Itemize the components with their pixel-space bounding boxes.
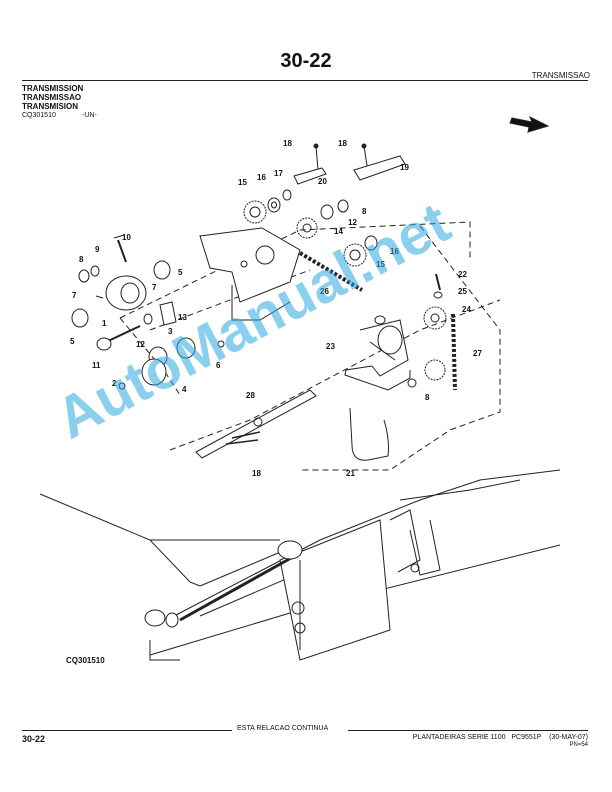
page-title: 30-22	[280, 50, 332, 72]
callout-1: 1	[102, 319, 107, 328]
reference-code: CQ301510	[22, 112, 56, 119]
callout-11: 11	[92, 361, 101, 370]
callout-18: 18	[338, 139, 347, 148]
callout-26: 26	[320, 287, 329, 296]
callout-15: 15	[238, 178, 247, 187]
callout-18: 18	[283, 139, 292, 148]
callout-20: 20	[318, 177, 327, 186]
reference-unit: -UN-	[82, 112, 97, 119]
title-block: TRANSMISSION TRANSMISSAO TRANSMISION	[22, 84, 83, 111]
footer-divider-left	[22, 730, 232, 731]
callout-23: 23	[326, 342, 335, 351]
callout-2: 2	[112, 379, 117, 388]
callout-28: 28	[246, 391, 255, 400]
callout-12: 12	[348, 218, 357, 227]
callout-18: 18	[252, 469, 261, 478]
callout-3: 3	[168, 327, 173, 336]
footer-pn: PN=54	[569, 742, 588, 748]
callout-14: 14	[334, 227, 343, 236]
callout-17: 17	[274, 169, 283, 178]
title-es: TRANSMISION	[22, 102, 78, 111]
callout-7: 7	[72, 291, 77, 300]
direction-arrow-icon	[509, 115, 550, 133]
header-divider	[22, 80, 588, 81]
section-name: TRANSMISSAO	[531, 71, 590, 80]
title-en: TRANSMISSION	[22, 84, 84, 93]
callout-8: 8	[362, 207, 367, 216]
callout-16: 16	[257, 173, 266, 182]
callout-8: 8	[425, 393, 430, 402]
footer-info: PLANTADEIRAS SERIE 1100 PC9551P (30-MAY-…	[413, 734, 588, 741]
callout-7: 7	[152, 283, 157, 292]
footer-date: (30-MAY-07)	[549, 734, 588, 741]
callout-24: 24	[462, 305, 471, 314]
callout-12: 12	[136, 340, 145, 349]
footer-series: PLANTADEIRAS SERIE 1100	[412, 734, 506, 741]
callout-21: 21	[346, 469, 355, 478]
footer-page-number: 30-22	[22, 734, 46, 744]
footer-divider-right	[348, 730, 588, 731]
callout-22: 22	[458, 270, 467, 279]
callout-15: 15	[376, 260, 385, 269]
callout-13: 13	[178, 313, 187, 322]
callout-25: 25	[458, 287, 467, 296]
figure-label: CQ301510	[66, 656, 105, 665]
callout-5: 5	[178, 268, 183, 277]
continue-notice: ESTA RELACAO CONTINUA	[237, 725, 329, 732]
callout-4: 4	[182, 385, 187, 394]
callout-19: 19	[400, 163, 409, 172]
footer-pc-code: PC9551P	[511, 734, 542, 741]
callout-8: 8	[79, 255, 84, 264]
callout-27: 27	[473, 349, 482, 358]
callout-9: 9	[95, 245, 100, 254]
callout-5: 5	[70, 337, 75, 346]
callout-10: 10	[122, 233, 131, 242]
callout-16: 16	[390, 247, 399, 256]
title-pt: TRANSMISSAO	[22, 93, 82, 102]
callout-6: 6	[216, 361, 221, 370]
